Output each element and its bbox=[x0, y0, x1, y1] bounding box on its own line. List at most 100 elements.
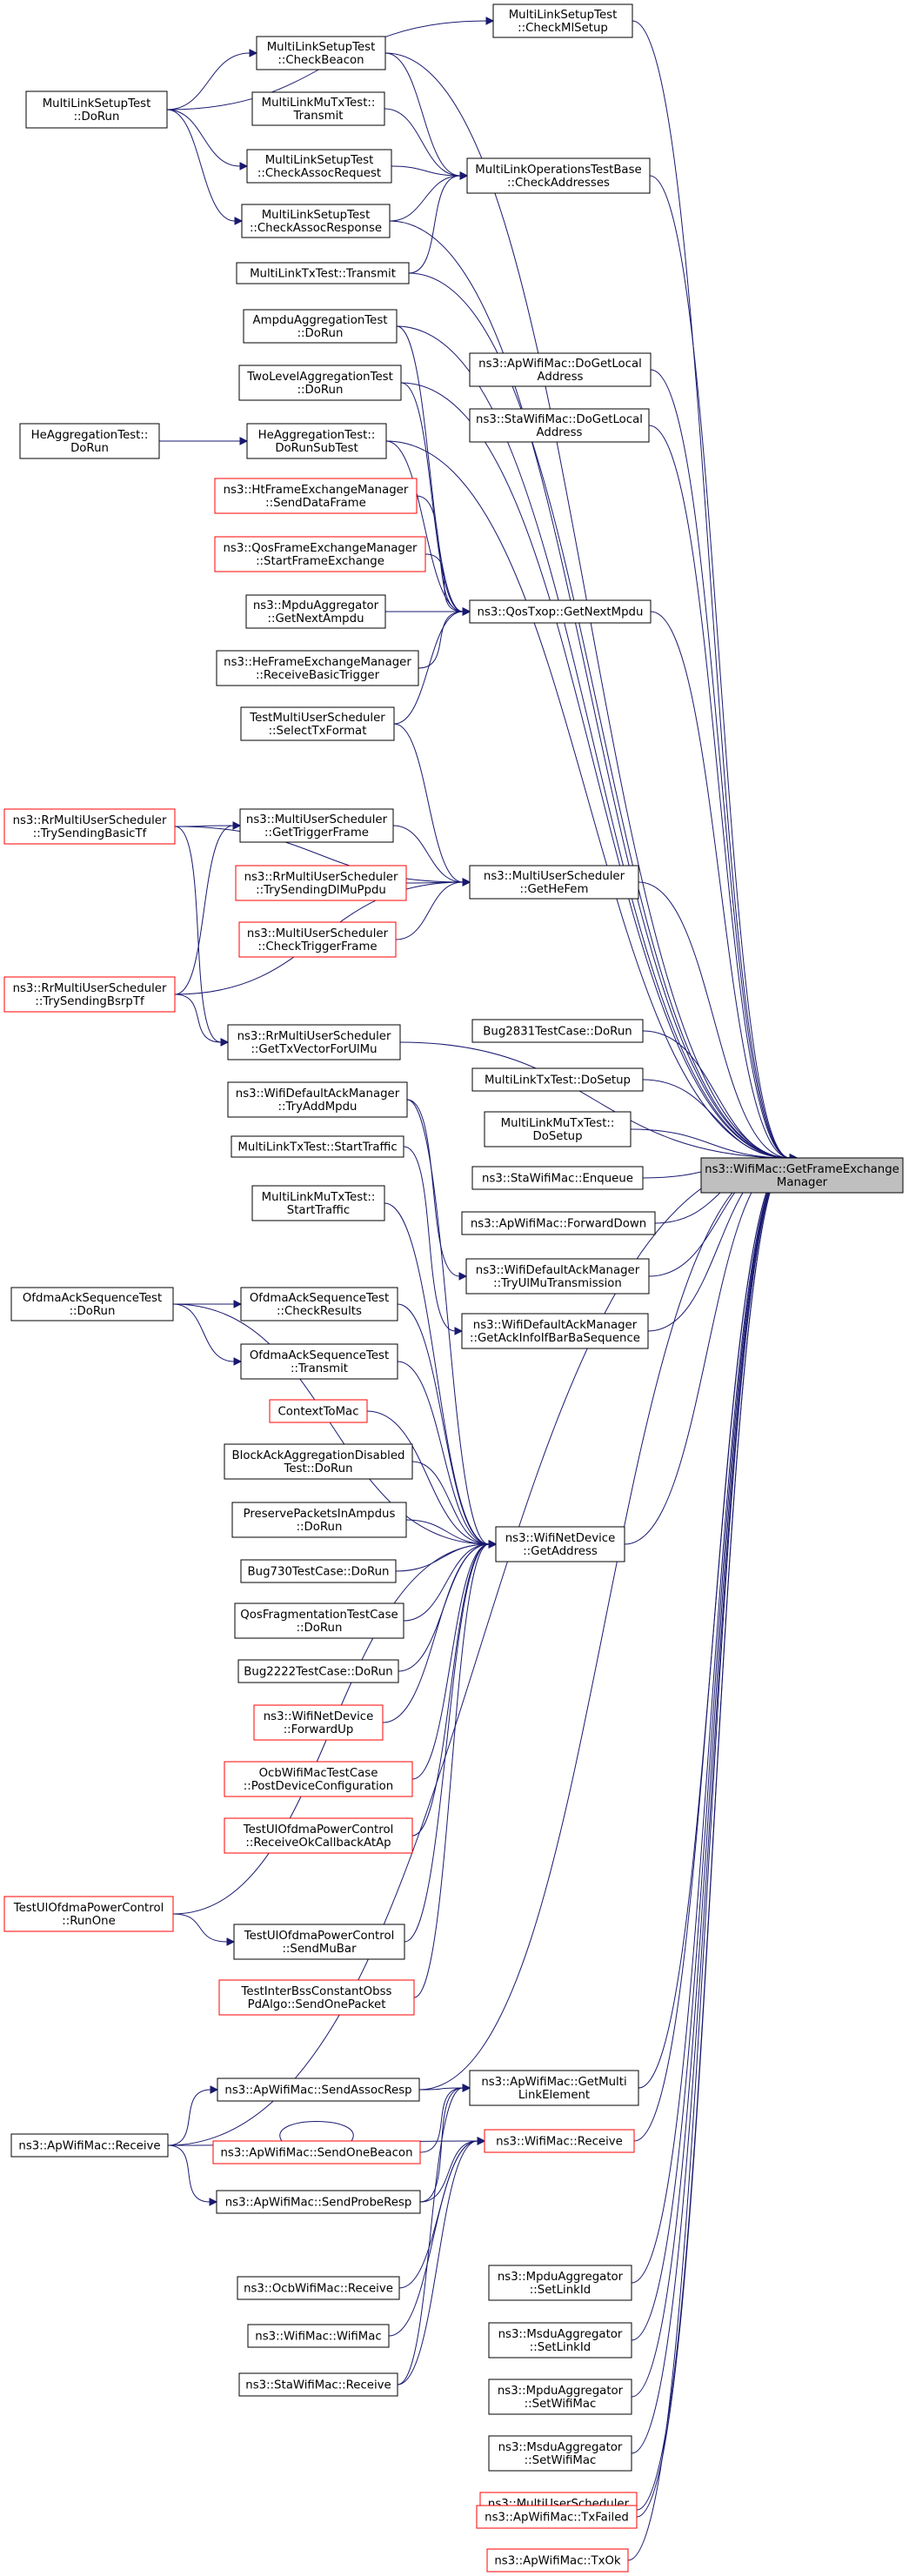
node-rrTrySendBasic[interactable]: ns3::RrMultiUserScheduler::TrySendingBas… bbox=[3, 808, 176, 845]
node-wmReceive[interactable]: ns3::WifiMac::Receive bbox=[484, 2129, 635, 2153]
node-apSendProbeResp[interactable]: ns3::ApWifiMac::SendProbeResp bbox=[216, 2190, 421, 2214]
node-rrTrySendDl[interactable]: ns3::RrMultiUserScheduler::TrySendingDlM… bbox=[235, 865, 407, 901]
node-mltxDoSetup[interactable]: MultiLinkTxTest::DoSetup bbox=[471, 1067, 644, 1092]
node-ofdmaTransmit[interactable]: OfdmaAckSequenceTest::Transmit bbox=[240, 1343, 398, 1380]
node-wdamTryAddMpdu[interactable]: ns3::WifiDefaultAckManager::TryAddMpdu bbox=[227, 1081, 408, 1118]
node-ofdmaCheckResults[interactable]: OfdmaAckSequenceTest::CheckResults bbox=[240, 1287, 398, 1321]
node-box bbox=[256, 36, 386, 70]
node-heRecvBasic[interactable]: ns3::HeFrameExchangeManager::ReceiveBasi… bbox=[216, 650, 419, 686]
node-musCheckTrigger[interactable]: ns3::MultiUserScheduler::CheckTriggerFra… bbox=[238, 921, 397, 958]
node-msduSetWifiMac[interactable]: ns3::MsduAggregator::SetWifiMac bbox=[488, 2435, 632, 2472]
node-staEnqueue[interactable]: ns3::StaWifiMac::Enqueue bbox=[471, 1166, 644, 1190]
node-ofdmaDoRun[interactable]: OfdmaAckSequenceTest::DoRun bbox=[10, 1287, 174, 1321]
node-qosFrag[interactable]: QosFragmentationTestCase::DoRun bbox=[234, 1602, 404, 1639]
node-wmWifiMac[interactable]: ns3::WifiMac::WifiMac bbox=[247, 2324, 390, 2348]
node-mpduSetLinkId[interactable]: ns3::MpduAggregator::SetLinkId bbox=[488, 2265, 632, 2301]
node-msduSetLinkId[interactable]: ns3::MsduAggregator::SetLinkId bbox=[488, 2322, 632, 2359]
node-mpduSetWifiMac[interactable]: ns3::MpduAggregator::SetWifiMac bbox=[488, 2379, 632, 2415]
edge-msduSetLinkId-to-gfem bbox=[631, 1157, 791, 2341]
node-label-line: ::GetAckInfoIfBarBaSequence bbox=[470, 1332, 640, 1345]
node-qosStartFE[interactable]: ns3::QosFrameExchangeManager::StartFrame… bbox=[214, 536, 426, 572]
node-label-line: ::TrySendingBsrpTf bbox=[35, 995, 144, 1008]
node-bug730[interactable]: Bug730TestCase::DoRun bbox=[240, 1559, 397, 1583]
node-box bbox=[3, 1896, 174, 1932]
node-apSendOneBeacon[interactable]: ns3::ApWifiMac::SendOneBeacon bbox=[212, 2140, 421, 2165]
node-label-line: TwoLevelAggregationTest bbox=[246, 371, 393, 384]
edge-ofdmaDoRun-to-wndGetAddress bbox=[172, 1303, 490, 1545]
node-mltxStartTraffic[interactable]: MultiLinkTxTest::StartTraffic bbox=[231, 1135, 404, 1158]
node-ampduDoRun[interactable]: AmpduAggregationTest::DoRun bbox=[243, 309, 398, 344]
node-label-line: ns3::RrMultiUserScheduler bbox=[237, 1030, 391, 1043]
node-wdamTryUlMu[interactable]: ns3::WifiDefaultAckManager::TryUlMuTrans… bbox=[465, 1258, 650, 1295]
node-rrTrySendBsrp[interactable]: ns3::RrMultiUserScheduler::TrySendingBsr… bbox=[3, 976, 176, 1013]
node-box bbox=[240, 706, 395, 741]
node-mlmuDoSetup[interactable]: MultiLinkMuTxTest::DoSetup bbox=[484, 1111, 632, 1147]
edge-mlsCheckAssocReq-to-mlopCheckAddr bbox=[391, 165, 461, 177]
node-tuopSendMuBar[interactable]: TestUlOfdmaPowerControl::SendMuBar bbox=[233, 1924, 405, 1960]
node-apTxOk[interactable]: ns3::ApWifiMac::TxOk bbox=[486, 2548, 629, 2573]
node-wndGetAddress[interactable]: ns3::WifiNetDevice::GetAddress bbox=[495, 1526, 625, 1562]
node-mltxTransmit[interactable]: MultiLinkTxTest::Transmit bbox=[236, 262, 410, 284]
node-heAggDoRunSub[interactable]: HeAggregationTest::DoRunSubTest bbox=[246, 423, 387, 459]
node-wdamGetAckInfo[interactable]: ns3::WifiDefaultAckManager::GetAckInfoIf… bbox=[461, 1313, 649, 1349]
edge-apSendOneBeacon-to-apGetMultiLink bbox=[419, 2087, 464, 2153]
arrowhead-mlsDoRun-to-mlsCheckAssocResp bbox=[234, 217, 244, 225]
node-mlsCheckMl[interactable]: MultiLinkSetupTest::CheckMlSetup bbox=[492, 3, 633, 38]
edge-apTxOk-to-gfem bbox=[627, 1157, 791, 2561]
node-label-line: ::TrySendingBasicTf bbox=[33, 827, 147, 840]
node-mpduGetNext[interactable]: ns3::MpduAggregator::GetNextAmpdu bbox=[245, 594, 386, 629]
node-label-line: ns3::StaWifiMac::Receive bbox=[245, 2379, 391, 2392]
edge-rrTrySendBasic-to-rrGetTxVector bbox=[174, 826, 222, 1043]
edge-mpduSetLinkId-to-gfem bbox=[631, 1157, 791, 2284]
node-label-line: ::CheckTriggerFrame bbox=[257, 940, 377, 953]
node-ocbPostDevice[interactable]: OcbWifiMacTestCase::PostDeviceConfigurat… bbox=[224, 1761, 413, 1797]
node-wndForwardUp[interactable]: ns3::WifiNetDevice::ForwardUp bbox=[253, 1704, 384, 1741]
node-label-line: MultiLinkMuTxTest:: bbox=[262, 1191, 376, 1204]
node-contextToMac[interactable]: ContextToMac bbox=[269, 1399, 368, 1423]
node-box bbox=[234, 1602, 404, 1639]
node-tmuSelectTx[interactable]: TestMultiUserScheduler::SelectTxFormat bbox=[240, 706, 395, 741]
node-staReceive[interactable]: ns3::StaWifiMac::Receive bbox=[238, 2372, 398, 2397]
node-preservePackets[interactable]: PreservePacketsInAmpdus::DoRun bbox=[231, 1502, 407, 1538]
node-label-line: ns3::MultiUserScheduler bbox=[484, 870, 625, 883]
node-box bbox=[216, 2190, 421, 2214]
node-label-line: ::CheckAssocResponse bbox=[250, 222, 382, 235]
node-box bbox=[471, 1166, 644, 1190]
node-label-line: ::ReceiveBasicTrigger bbox=[256, 669, 380, 682]
node-mlopCheckAddr[interactable]: MultiLinkOperationsTestBase::CheckAddres… bbox=[466, 157, 651, 194]
node-ocbReceive[interactable]: ns3::OcbWifiMac::Receive bbox=[237, 2276, 400, 2300]
node-apSendAssocResp[interactable]: ns3::ApWifiMac::SendAssocResp bbox=[217, 2078, 420, 2102]
node-qosGetNextMpdu[interactable]: ns3::QosTxop::GetNextMpdu bbox=[469, 599, 652, 624]
node-tuopRunOne[interactable]: TestUlOfdmaPowerControl::RunOne bbox=[3, 1896, 174, 1932]
node-apTxFailed[interactable]: ns3::ApWifiMac::TxFailed bbox=[476, 2505, 638, 2529]
node-mlsDoRun[interactable]: MultiLinkSetupTest::DoRun bbox=[25, 90, 168, 129]
node-heAggDoRun[interactable]: HeAggregationTest::DoRun bbox=[19, 423, 160, 459]
arrowhead-mlsDoRun-to-mlsCheckMl bbox=[485, 17, 495, 25]
edge-tuopRecvOk-to-wndGetAddress bbox=[411, 1543, 490, 1837]
node-mlmuTransmit[interactable]: MultiLinkMuTxTest::Transmit bbox=[251, 91, 385, 126]
node-mlmuStartTraffic[interactable]: MultiLinkMuTxTest::StartTraffic bbox=[251, 1185, 385, 1221]
node-apForwardDown[interactable]: ns3::ApWifiMac::ForwardDown bbox=[461, 1211, 656, 1235]
node-mlsCheckAssocResp[interactable]: MultiLinkSetupTest::CheckAssocResponse bbox=[241, 204, 391, 238]
node-apReceive[interactable]: ns3::ApWifiMac::Receive bbox=[10, 2133, 169, 2158]
node-bug2831[interactable]: Bug2831TestCase::DoRun bbox=[471, 1019, 644, 1043]
node-musGetHeFem[interactable]: ns3::MultiUserScheduler::GetHeFem bbox=[469, 865, 639, 900]
node-twoLevelDoRun[interactable]: TwoLevelAggregationTest::DoRun bbox=[238, 365, 402, 401]
node-htSendData[interactable]: ns3::HtFrameExchangeManager::SendDataFra… bbox=[214, 478, 418, 514]
node-label-line: ::GetAddress bbox=[523, 1545, 598, 1558]
node-label-line: ns3::ApWifiMac::GetMulti bbox=[481, 2076, 626, 2089]
node-mlsCheckAssocReq[interactable]: MultiLinkSetupTest::CheckAssocRequest bbox=[246, 149, 392, 184]
node-tibssSendOne[interactable]: TestInterBssConstantObssPdAlgo::SendOneP… bbox=[218, 1979, 415, 2016]
edge-baaDisabled-to-wndGetAddress bbox=[411, 1461, 490, 1545]
node-rrGetTxVector[interactable]: ns3::RrMultiUserScheduler::GetTxVectorFo… bbox=[227, 1024, 401, 1061]
node-label-line: ns3::WifiDefaultAckManager bbox=[476, 1264, 640, 1277]
node-musGetTrigger[interactable]: ns3::MultiUserScheduler::GetTriggerFrame bbox=[239, 808, 394, 843]
node-bug2222[interactable]: Bug2222TestCase::DoRun bbox=[237, 1659, 399, 1683]
node-tuopRecvOk[interactable]: TestUlOfdmaPowerControl::ReceiveOkCallba… bbox=[224, 1817, 413, 1854]
node-mlsCheckBeacon[interactable]: MultiLinkSetupTest::CheckBeacon bbox=[256, 36, 386, 70]
